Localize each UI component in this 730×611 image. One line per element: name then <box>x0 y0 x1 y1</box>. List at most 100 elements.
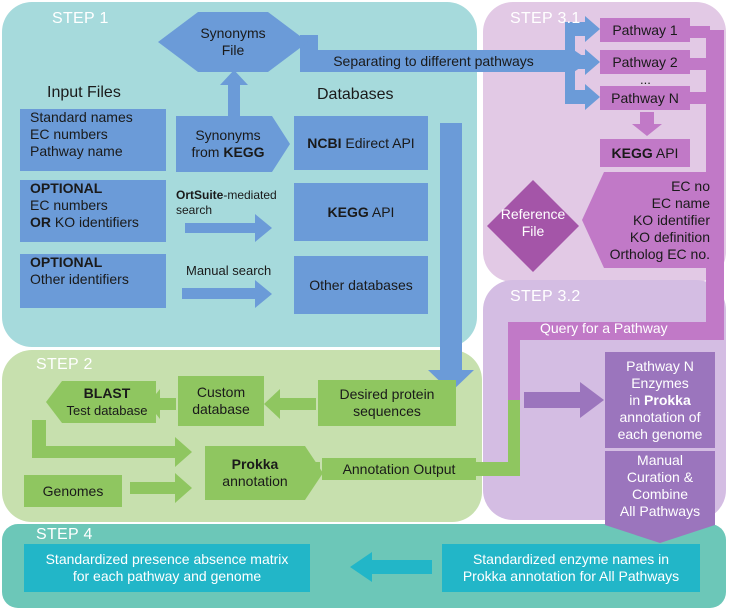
matrix-line1: Standardized presence absence matrix <box>45 551 289 567</box>
prokka-shape <box>205 446 323 500</box>
desired-line1: Desired protein <box>339 386 435 402</box>
enzymes-line5: each genome <box>617 425 703 442</box>
standardized-line2: Prokka annotation for All Pathways <box>462 568 680 584</box>
step4-title: STEP 4 <box>36 526 93 543</box>
input3-optional: OPTIONAL <box>30 254 103 270</box>
curation-line1: Manual <box>637 452 683 468</box>
pathway-n: Pathway N <box>600 86 690 110</box>
custom-db-line2: database <box>192 401 250 417</box>
input-file-optional-other: OPTIONAL Other identifiers <box>20 254 166 308</box>
input2-ko-line: OR KO identifiers <box>30 214 139 231</box>
synonyms-file-line2: File <box>221 42 245 58</box>
synonyms-kegg-label: Synonyms from KEGG <box>178 118 278 170</box>
genomes-label: Genomes <box>42 482 104 499</box>
input-file-standard: Standard names EC numbers Pathway name <box>20 109 166 171</box>
db-ncbi-rest: Edirect API <box>341 134 415 151</box>
reference-fields-shape <box>582 172 712 268</box>
blast-box: BLAST Test database <box>58 381 156 423</box>
db-other: Other databases <box>294 256 428 314</box>
ref-field-ortholog: Ortholog EC no. <box>609 245 710 262</box>
reference-fields: EC no EC name KO identifier KO definitio… <box>604 174 714 266</box>
databases-title: Databases <box>317 86 394 103</box>
kegg-api-31-rest: API <box>652 144 679 161</box>
curation-shape <box>605 451 715 543</box>
ortsuite-rest: -mediated <box>223 188 277 202</box>
kegg-api-31-text: KEGG API <box>612 145 679 162</box>
input2-ec: EC numbers <box>30 197 108 213</box>
input2-or: OR <box>30 214 51 230</box>
step31-title: STEP 3.1 <box>510 10 581 27</box>
kegg-api-31-bold: KEGG <box>611 144 653 161</box>
input2-ko: KO identifiers <box>51 214 139 230</box>
custom-db-line1: Custom <box>196 384 246 400</box>
reference-file-line1: Reference <box>500 206 566 222</box>
reference-file-shape <box>487 180 579 272</box>
synonyms-file-label: Synonyms File <box>188 15 278 69</box>
pathway-2: Pathway 2 <box>600 50 690 74</box>
ortsuite-bold: OrtSuite <box>176 188 224 202</box>
db-ncbi: NCBI Edirect API <box>294 116 428 170</box>
reference-file-label: Reference File <box>495 203 571 243</box>
reference-file-line2: File <box>521 223 545 239</box>
kegg-api-31: KEGG API <box>600 139 690 167</box>
enzymes-line3: in Prokka <box>629 392 691 409</box>
db-kegg-rest: API <box>368 203 395 220</box>
synonyms-file-shape <box>158 12 308 72</box>
blast-shape <box>46 381 156 423</box>
synonyms-file-line1: Synonyms <box>200 25 266 41</box>
curation-line3: Combine <box>631 486 689 502</box>
step1-title: STEP 1 <box>52 10 109 27</box>
ref-field-ko-id: KO identifier <box>632 211 710 228</box>
annotation-output-label: Annotation Output <box>342 460 456 477</box>
ortsuite-line2: search <box>176 203 213 217</box>
enzymes-prokka: Prokka <box>644 391 691 408</box>
matrix-line2: for each pathway and genome <box>72 568 262 584</box>
synonyms-kegg-bold: KEGG <box>223 144 265 160</box>
input2-optional: OPTIONAL <box>30 180 103 196</box>
enzymes-in: in <box>629 391 645 408</box>
enzymes-line4: annotation of <box>619 408 701 425</box>
db-kegg: KEGG API <box>294 183 428 241</box>
annotation-output-bar: Annotation Output <box>322 458 476 480</box>
matrix-box: Standardized presence absence matrix for… <box>24 544 310 592</box>
query-pathway-label: Query for a Pathway <box>540 320 668 336</box>
step32-title: STEP 3.2 <box>510 288 581 305</box>
ref-field-ko-def: KO definition <box>629 228 710 245</box>
blast-bold: BLAST <box>83 385 131 401</box>
curation-line4: All Pathways <box>619 503 701 519</box>
pathway-ellipsis: ... <box>640 72 651 87</box>
input3-other: Other identifiers <box>30 271 129 287</box>
blast-line2: Test database <box>66 403 148 418</box>
pathway-2-label: Pathway 2 <box>612 53 678 70</box>
desired-line2: sequences <box>353 403 421 419</box>
standardized-box: Standardized enzyme names in Prokka anno… <box>442 544 700 592</box>
pathway-1-label: Pathway 1 <box>612 21 678 38</box>
ref-field-ec-name: EC name <box>651 194 710 211</box>
db-kegg-bold: KEGG <box>327 203 369 220</box>
db-other-text: Other databases <box>309 276 413 293</box>
input-files-title: Input Files <box>47 84 121 101</box>
enzymes-line2: Enzymes <box>631 374 689 391</box>
curation-box: Manual Curation & Combine All Pathways <box>605 451 715 521</box>
prokka-bold: Prokka <box>231 456 279 472</box>
ref-field-ec-no: EC no <box>671 177 710 194</box>
db-ncbi-text: NCBI Edirect API <box>307 135 414 152</box>
pathway-1: Pathway 1 <box>600 18 690 42</box>
standardized-line1: Standardized enzyme names in <box>472 551 670 567</box>
synonyms-kegg-from: from <box>191 144 224 160</box>
curation-line2: Curation & <box>626 469 694 485</box>
desired-box: Desired protein sequences <box>318 380 456 426</box>
synonyms-kegg-line1: Synonyms <box>195 127 261 143</box>
prokka-box: Prokka annotation <box>205 446 305 500</box>
separating-label: Separating to different pathways <box>333 52 534 69</box>
input1-line2: EC numbers <box>30 126 108 142</box>
pathway-n-label: Pathway N <box>611 89 679 106</box>
manual-search-label: Manual search <box>186 263 272 278</box>
step2-title: STEP 2 <box>36 356 93 373</box>
input1-line1: Standard names <box>30 109 133 125</box>
prokka-line2: annotation <box>222 473 288 489</box>
db-kegg-text: KEGG API <box>328 204 395 221</box>
ortsuite-label: OrtSuite-mediated search <box>176 188 277 218</box>
custom-db-box: Custom database <box>178 376 264 426</box>
input1-line3: Pathway name <box>30 143 123 159</box>
